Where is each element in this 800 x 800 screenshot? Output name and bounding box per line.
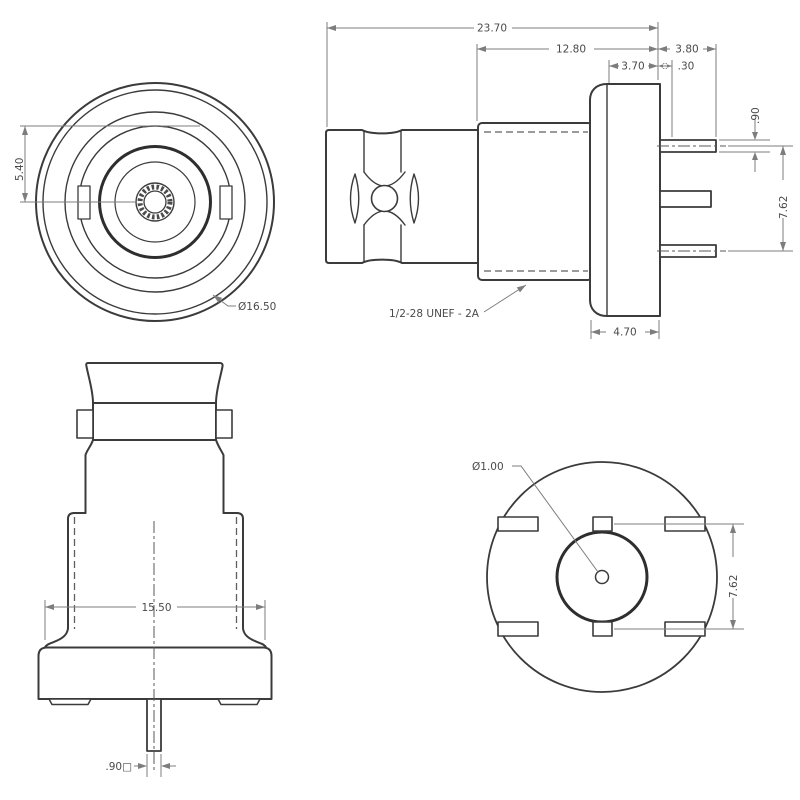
flange — [589, 83, 661, 317]
dim-outer-diameter: Ø16.50 — [238, 301, 276, 313]
thread-callout: 1/2-28 UNEF - 2A — [389, 308, 480, 320]
center-contact-pin — [659, 190, 712, 208]
dimension-lines — [45, 606, 265, 767]
center-socket-hole — [143, 190, 167, 214]
contact-knurl-ring — [137, 184, 173, 220]
mounting-leg-right — [217, 698, 261, 706]
mounting-leg-left — [48, 698, 92, 706]
back-dimensions: Ø1.00 7.62 — [472, 461, 744, 630]
dim-pin-length: 3.80 — [675, 44, 698, 56]
center-pin-circle — [594, 569, 610, 585]
bayonet-pin-right — [219, 185, 233, 220]
leader-line — [512, 465, 599, 573]
thread-leader-arrow — [516, 285, 526, 293]
dim-socket-radius: 5.40 — [14, 158, 26, 181]
dimension-arrows — [22, 126, 28, 202]
bayonet-slot-channel — [363, 130, 402, 263]
bayonet-pin-left — [76, 409, 94, 439]
threaded-body — [477, 122, 593, 281]
threaded-body — [67, 512, 244, 629]
nut-knurl-band — [92, 402, 217, 441]
mounting-leg-bottom-left — [497, 621, 539, 637]
bottom-view: 15.50 .90□ — [37, 362, 273, 777]
bayonet-pin-right — [215, 409, 233, 439]
extension-lines — [326, 22, 793, 339]
flange-outline-circle — [486, 461, 718, 693]
side-dimensions: 23.70 12.80 3.80 3.70 .30 .90 7.62 4.70 … — [326, 22, 793, 339]
side-view: 23.70 12.80 3.80 3.70 .30 .90 7.62 4.70 … — [325, 22, 793, 339]
dim-pin-setback: .30 — [678, 61, 695, 73]
dim-flange-width: 4.70 — [613, 327, 636, 339]
dim-overall-length: 23.70 — [477, 23, 507, 35]
dim-pin-thickness: .90 — [750, 107, 762, 124]
leader-arrow — [213, 295, 223, 303]
back-view: Ø1.00 7.62 — [472, 461, 744, 693]
bottom-object-lines — [37, 362, 273, 773]
bottom-dimensions: 15.50 .90□ — [44, 600, 266, 777]
nut-front-section — [85, 362, 224, 404]
front-view: 5.40 Ø16.50 — [14, 82, 276, 322]
extension-lines — [44, 600, 266, 777]
flange-base — [37, 646, 273, 700]
dim-base-width: 15.50 — [141, 602, 171, 614]
dim-flange-face-width: 3.70 — [621, 61, 644, 73]
dim-body-length: 12.80 — [556, 44, 586, 56]
bayonet-slot-hole — [370, 184, 399, 213]
dim-pin-row-spacing: 7.62 — [778, 196, 790, 219]
coupling-nut — [325, 129, 479, 264]
ground-pin-bottom — [592, 621, 613, 637]
thread-dashed-lines — [73, 517, 238, 629]
ground-pin-top — [592, 516, 613, 532]
thread-dashed-lines — [484, 131, 588, 272]
body-circle — [555, 530, 649, 624]
extension-lines — [614, 523, 744, 630]
dim-center-pin-diameter: Ø1.00 — [472, 461, 504, 473]
back-object-lines — [486, 461, 718, 693]
dim-pin-row-spacing: 7.62 — [728, 575, 740, 598]
mounting-leg-top-left — [497, 516, 539, 532]
side-object-lines — [325, 83, 726, 317]
extension-lines — [20, 125, 200, 203]
nut-rear-section — [84, 439, 225, 514]
bayonet-slot-lobes — [349, 173, 420, 224]
dim-pin-square-size: .90□ — [105, 761, 132, 773]
front-dimensions: 5.40 Ø16.50 — [14, 125, 276, 313]
pin-centerlines — [657, 145, 726, 252]
